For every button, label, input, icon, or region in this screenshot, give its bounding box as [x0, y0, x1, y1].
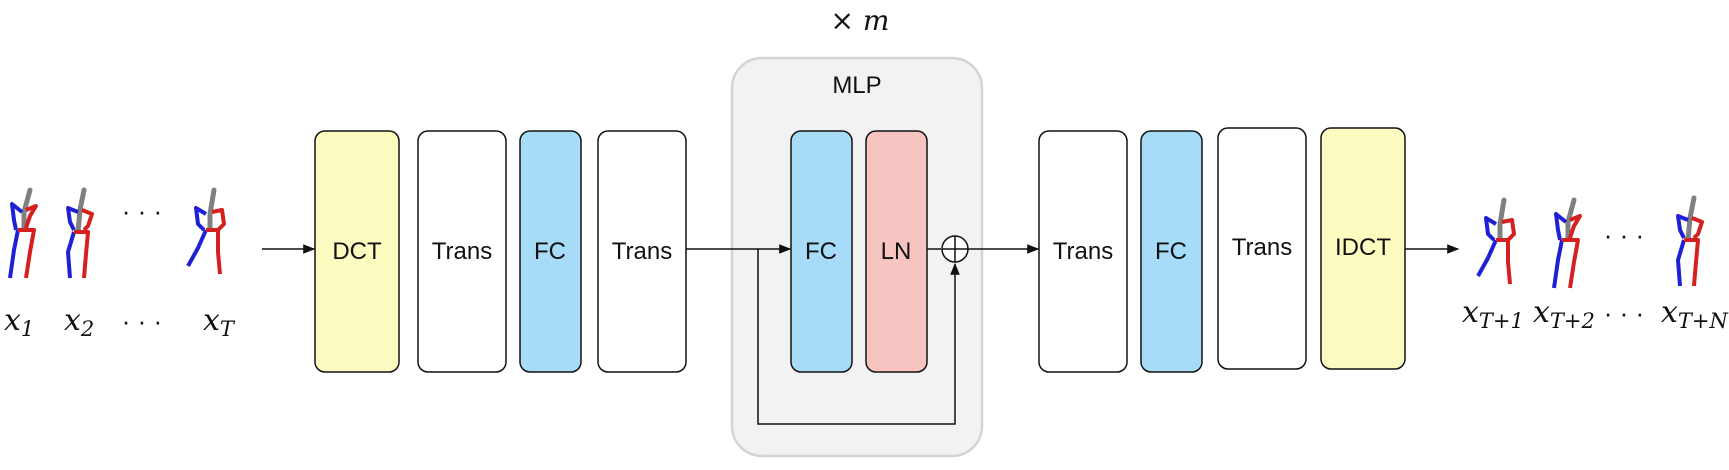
mlp-title: MLP [832, 72, 881, 99]
input-pose-2 [68, 190, 92, 278]
input-label-ellipsis: · · · [122, 306, 162, 336]
mlp-fc-block: FC [790, 130, 853, 373]
output-pose-T2 [1554, 200, 1580, 288]
mlp-ln-block: LN [865, 130, 928, 373]
fc-block-1-label: FC [534, 238, 566, 265]
output-label-T2: xT+2 [1533, 295, 1595, 333]
fc-block-1: FC [519, 130, 582, 373]
trans-block-3: Trans [1038, 130, 1128, 373]
input-pose-ellipsis: · · · [122, 196, 162, 226]
output-label-T1: xT+1 [1462, 295, 1524, 333]
dct-block-label: DCT [332, 238, 382, 265]
output-label-ellipsis: · · · [1604, 298, 1644, 328]
trans-block-2: Trans [597, 130, 687, 373]
repeat-count-label: × m [831, 4, 890, 37]
output-pose-TN [1678, 198, 1702, 286]
mlp-fc-label: FC [805, 238, 837, 265]
idct-block: IDCT [1320, 127, 1406, 370]
output-pose-T1 [1478, 200, 1514, 284]
input-label-1: x1 [4, 303, 34, 341]
trans-block-3-label: Trans [1053, 238, 1113, 265]
trans-block-4: Trans [1217, 127, 1307, 370]
output-pose-ellipsis: · · · [1604, 220, 1644, 250]
input-pose-1 [10, 190, 36, 278]
trans-block-2-label: Trans [612, 238, 672, 265]
trans-block-1: Trans [417, 130, 507, 373]
input-label-2: x2 [64, 303, 94, 341]
input-pose-T [188, 190, 224, 274]
dct-block: DCT [314, 130, 400, 373]
input-label-T: xT [203, 303, 236, 341]
fc-block-2: FC [1140, 130, 1203, 373]
fc-block-2-label: FC [1155, 238, 1187, 265]
idct-block-label: IDCT [1335, 234, 1391, 261]
trans-block-1-label: Trans [432, 238, 492, 265]
residual-add-icon [941, 235, 969, 263]
residual-connection [757, 249, 960, 425]
output-label-TN: xT+N [1661, 295, 1729, 333]
mlp-ln-label: LN [881, 238, 912, 265]
trans-block-4-label: Trans [1232, 234, 1292, 261]
